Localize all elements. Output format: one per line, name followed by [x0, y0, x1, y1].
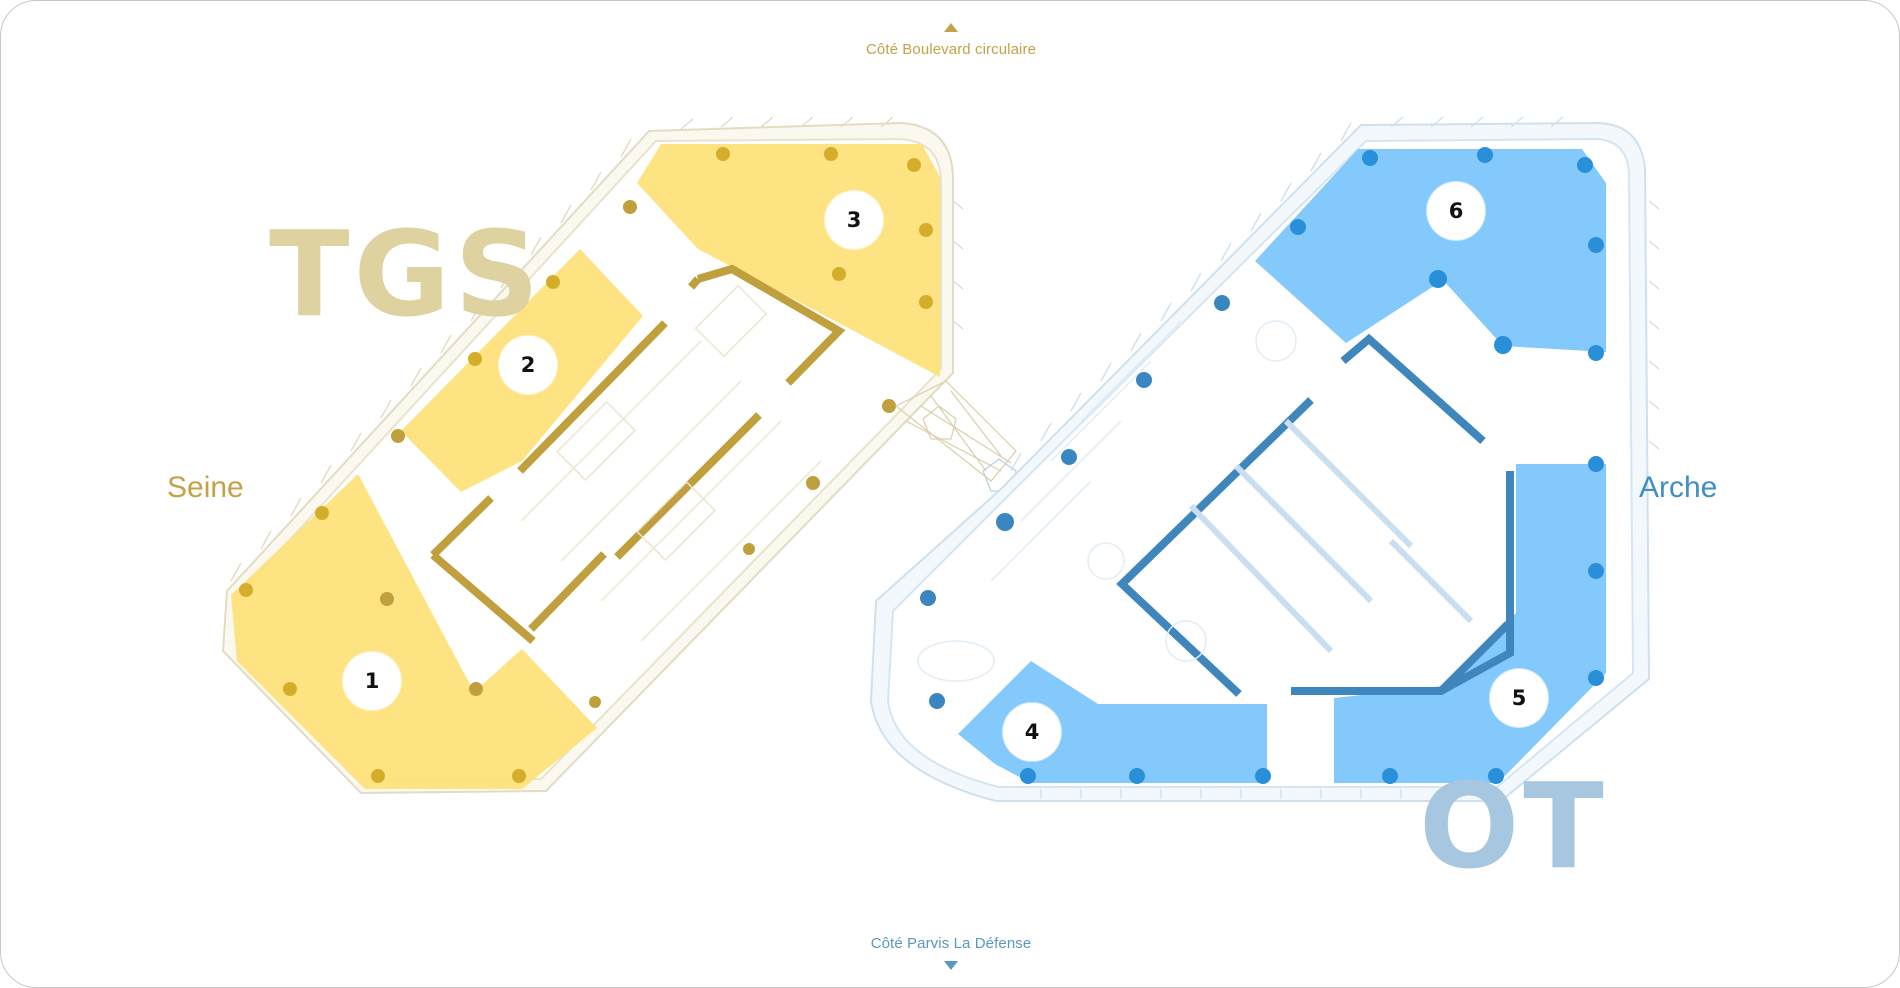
zone-2-marker[interactable]: 2 [499, 336, 557, 394]
zone-4-marker[interactable]: 4 [1003, 703, 1061, 761]
ot-column-dots [1020, 147, 1604, 784]
tgs-column-dots [239, 147, 933, 783]
zone-4-number: 4 [1024, 720, 1040, 744]
arche-side-label: Arche [1639, 471, 1718, 504]
tgs-core-dots [380, 200, 896, 708]
orientation-bottom-label: Côté Parvis La Défense [870, 935, 1032, 952]
zone-1-marker[interactable]: 1 [343, 652, 401, 710]
zone-5-marker[interactable]: 5 [1490, 669, 1548, 727]
tgs-core-walls [430, 264, 846, 645]
zone-2-number: 2 [520, 353, 536, 377]
ot-interior-lines [917, 320, 1297, 682]
zone-3-marker[interactable]: 3 [825, 191, 883, 249]
seine-side-label: Seine [167, 471, 244, 504]
zone-1-area[interactable] [231, 474, 597, 789]
zone-3-number: 3 [846, 208, 862, 232]
connector-bridge [894, 380, 1017, 492]
ot-core-dots [920, 295, 1230, 709]
zone-5-number: 5 [1511, 686, 1527, 710]
ot-building-logo: OT [1419, 757, 1608, 895]
ot-core-walls [1116, 333, 1514, 697]
tgs-interior-lines [520, 284, 822, 642]
zone-6-number: 6 [1448, 199, 1464, 223]
triangle-up-icon [944, 23, 958, 32]
zone-1-number: 1 [364, 669, 380, 693]
tgs-building-logo: TGS [269, 205, 544, 343]
zone-6-area[interactable] [1255, 149, 1606, 352]
triangle-down-icon [944, 961, 958, 970]
ot-core-inner [1188, 418, 1474, 654]
orientation-top-label: Côté Boulevard circulaire [865, 41, 1037, 58]
zone-6-marker[interactable]: 6 [1427, 182, 1485, 240]
